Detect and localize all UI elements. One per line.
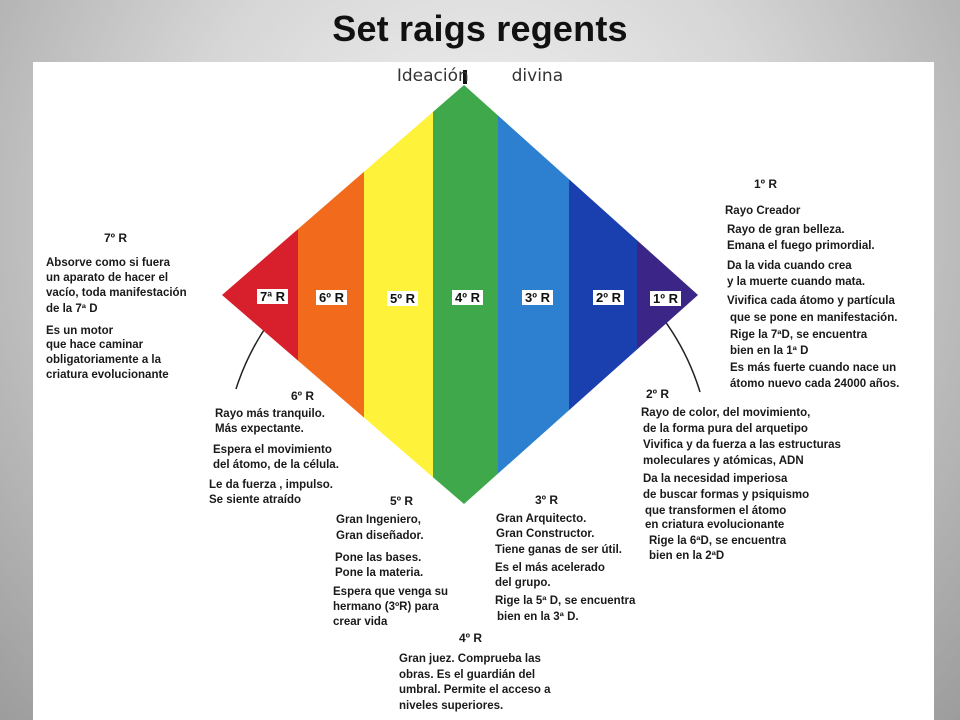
ray7-line: que hace caminar [46, 339, 144, 351]
ray3-line: Es el más acelerado [495, 562, 605, 574]
ray1-line: Rayo Creador [725, 205, 801, 217]
ray1-line: y la muerte cuando mata. [727, 276, 866, 288]
ray4-header: 4º R [459, 631, 483, 645]
ray1-line: Rige la 7ªD, se encuentra [730, 329, 868, 341]
ray2-line: que transformen el átomo [645, 505, 787, 517]
diagram-panel: Ideación divina 7ª R 6º R 5º R 4º R 3º R… [33, 62, 934, 720]
ray5-line: Gran Ingeniero, [336, 514, 421, 526]
seven-rays-diagram [222, 70, 701, 504]
page-title: Set raigs regents [332, 8, 628, 49]
ray-label-1: 1º R [650, 291, 681, 306]
ray3-line: Gran Constructor. [496, 528, 595, 540]
ray1-line: Da la vida cuando crea [727, 260, 852, 272]
ray6-header: 6º R [291, 389, 315, 403]
ray6-line: Se siente atraído [209, 494, 302, 506]
ray5-header: 5º R [390, 494, 414, 508]
ray6-line: Le da fuerza , impulso. [209, 479, 333, 491]
ray6-line: del átomo, de la célula. [213, 459, 339, 471]
ray1-line: Es más fuerte cuando nace un [730, 362, 897, 374]
ray3-line: Gran Arquitecto. [496, 513, 587, 525]
ray4-line: Gran juez. Comprueba las [399, 653, 541, 665]
ray6-line: Más expectante. [215, 423, 304, 435]
ray7-line: Es un motor [46, 325, 114, 337]
ray-label-7: 7ª R [257, 289, 289, 304]
ray-label-3: 3º R [522, 290, 553, 305]
ideation-label: Ideación divina [0, 66, 960, 86]
ray2-line: Da la necesidad imperiosa [643, 473, 788, 485]
ray4-line: niveles superiores. [399, 700, 504, 712]
ray1-line: átomo nuevo cada 24000 años. [730, 378, 900, 390]
ray4-line: umbral. Permite el acceso a [399, 684, 551, 696]
ray5-line: Espera que venga su [333, 586, 449, 598]
ray7-line: obligatoriamente a la [46, 354, 162, 366]
ideation-marker [463, 70, 467, 84]
ray6-line: Espera el movimiento [213, 444, 332, 456]
ray3-line: Tiene ganas de ser útil. [495, 544, 622, 556]
ray5-line: Gran diseñador. [336, 530, 424, 542]
ray5-line: Pone las bases. [335, 552, 422, 564]
ray2-line: moleculares y atómicas, ADN [643, 455, 804, 467]
ray5-line: crear vida [333, 616, 388, 628]
ideation-left-text: Ideación [396, 66, 469, 86]
ray3-header: 3º R [535, 493, 559, 507]
ray-label-2: 2º R [593, 290, 624, 305]
ray7-line: de la 7ª D [46, 303, 98, 315]
ray7-line: criatura evolucionante [46, 369, 169, 381]
ray7-line: vacío, toda manifestación [46, 287, 187, 299]
ray2-line: de la forma pura del arquetipo [643, 423, 808, 435]
ray4-line: obras. Es el guardián del [399, 669, 536, 681]
ray3-line: Rige la 5ª D, se encuentra [495, 595, 636, 607]
ray2-line: Vivifica y da fuerza a las estructuras [643, 439, 841, 451]
ray5-line: Pone la materia. [335, 567, 424, 579]
ray2-line: bien en la 2ªD [649, 550, 725, 562]
ray-label-5: 5º R [387, 291, 418, 306]
ray1-header: 1º R [754, 177, 778, 191]
ray3-line: del grupo. [495, 577, 551, 589]
ray1-line: Emana el fuego primordial. [727, 240, 875, 252]
ray6-line: Rayo más tranquilo. [215, 408, 325, 420]
ideation-right-text: divina [511, 66, 564, 86]
ray-label-6: 6º R [316, 290, 347, 305]
ray1-line: bien en la 1ª D [730, 345, 809, 357]
ray7-line: un aparato de hacer el [46, 272, 169, 284]
ray5-line: hermano (3ºR) para [333, 601, 439, 613]
ray2-header: 2º R [646, 387, 670, 401]
ray7-line: Absorve como si fuera [46, 257, 170, 269]
ray3-line: bien en la 3ª D. [497, 611, 579, 623]
ray2-line: en criatura evolucionante [645, 519, 785, 531]
ray-label-4: 4º R [452, 290, 483, 305]
ray1-line: Vivifica cada átomo y partícula [727, 295, 895, 307]
ray7-header: 7º R [104, 231, 128, 245]
ray2-line: de buscar formas y psiquismo [643, 489, 810, 501]
ray2-line: Rayo de color, del movimiento, [641, 407, 811, 419]
ray1-line: Rayo de gran belleza. [727, 224, 845, 236]
ray2-line: Rige la 6ªD, se encuentra [649, 535, 787, 547]
ray1-line: que se pone en manifestación. [730, 312, 898, 324]
